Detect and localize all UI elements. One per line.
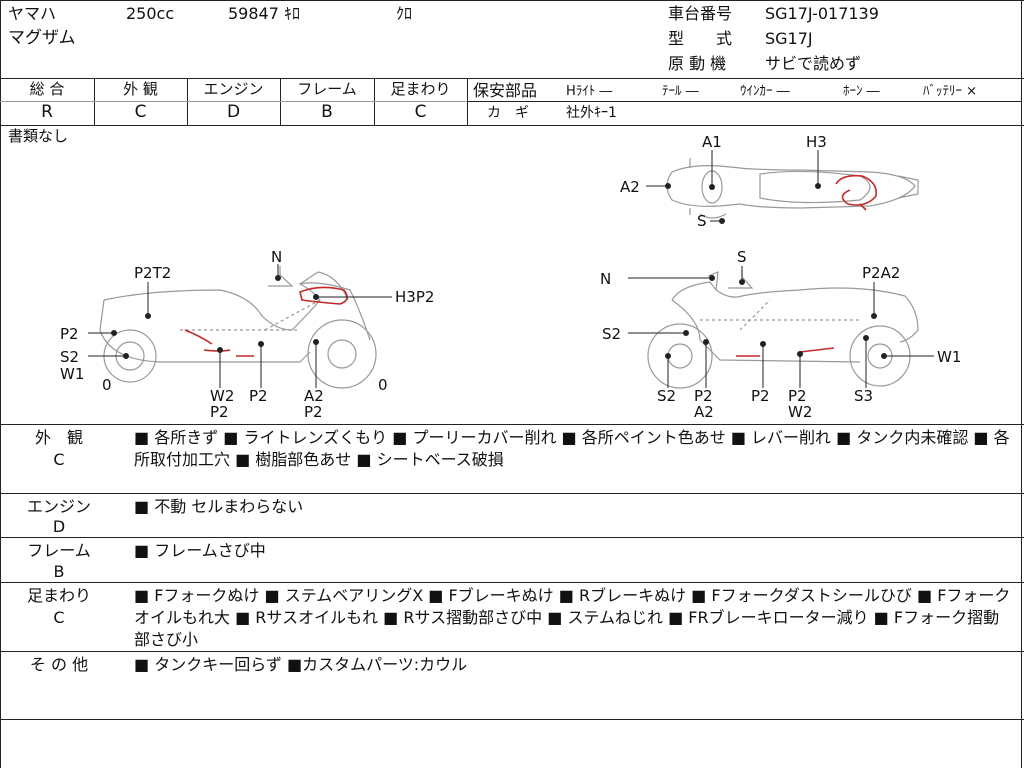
frame-no: SG17J-017139 xyxy=(765,4,879,23)
exterior-remarks: ■ 各所きず ■ ライトレンズくもり ■ プーリーカバー削れ ■ 各所ペイント色… xyxy=(134,428,1010,469)
type-label: 型 式 xyxy=(668,29,733,48)
right-s2-bottom-label: S2 xyxy=(657,387,676,405)
left-p2t2-label: P2T2 xyxy=(134,264,171,282)
right-w1-label: W1 xyxy=(937,348,961,366)
right-s-label: S xyxy=(737,248,747,266)
right-p2a2-label: P2A2 xyxy=(862,264,900,282)
suspension-remarks: ■ Fフォークぬけ ■ ステムベアリングX ■ Fブレーキぬけ ■ Rブレーキぬ… xyxy=(134,586,1011,649)
right-n-label: N xyxy=(600,270,611,288)
engine-remarks: ■ 不動 セルまわらない xyxy=(134,497,304,516)
suspension-section-label: 足まわり xyxy=(26,586,91,605)
left-p2-mid-label: P2 xyxy=(249,387,268,405)
left-h3p2-label: H3P2 xyxy=(395,288,434,306)
left-w2-label: W2 xyxy=(210,387,234,405)
left-w2-p2-label: P2 xyxy=(210,403,229,421)
top-a2-label: A2 xyxy=(620,178,640,196)
key-value: 社外ｷｰ1 xyxy=(566,105,617,121)
exterior-grade: C xyxy=(134,102,147,122)
right-p2-label: P2 xyxy=(694,387,713,405)
color: ｸﾛ xyxy=(396,4,413,23)
exterior-section-label: 外 観 xyxy=(34,428,83,447)
safety-horn: ﾎｰﾝ ― xyxy=(843,84,880,99)
engine-no: サビで読めず xyxy=(765,54,862,73)
engine-no-label: 原 動 機 xyxy=(668,54,727,73)
top-s-label: S xyxy=(697,212,707,230)
engine-label: エンジン xyxy=(203,80,264,98)
frame-no-label: 車台番号 xyxy=(668,4,733,23)
type-value: SG17J xyxy=(765,29,813,48)
scooter-right-view xyxy=(647,270,919,389)
left-s2-label: S2 xyxy=(60,348,79,366)
frame-section-grade: B xyxy=(53,562,65,581)
scooter-left-view xyxy=(99,266,377,389)
damage-diagram: A1 H3 A2 S N P2T2 H3P2 P2 S2 W1 0 0 W2 P… xyxy=(60,133,961,421)
left-zero-right: 0 xyxy=(378,376,388,394)
displacement: 250cc xyxy=(126,4,175,23)
suspension-section-grade: C xyxy=(53,608,65,627)
frame-section-label: フレーム xyxy=(27,541,91,560)
overall-grade: R xyxy=(41,102,53,122)
suspension-label: 足まわり xyxy=(390,80,451,98)
left-zero-left: 0 xyxy=(102,376,112,394)
safety-headlight: Hﾗｲﾄ ― xyxy=(566,84,613,99)
right-s2-label: S2 xyxy=(602,325,621,343)
safety-winker: ｳｲﾝｶｰ ― xyxy=(740,84,790,99)
frame-grade: B xyxy=(321,102,333,122)
left-a2-p2-label: P2 xyxy=(304,403,323,421)
engine-section-grade: D xyxy=(52,517,66,536)
left-w1-label: W1 xyxy=(60,365,84,383)
safety-battery: ﾊﾞｯﾃﾘｰ × xyxy=(923,84,978,99)
safety-label: 保安部品 xyxy=(473,81,538,100)
frame-label: フレーム xyxy=(297,80,357,98)
left-a2-label: A2 xyxy=(304,387,324,405)
suspension-grade: C xyxy=(414,102,427,122)
top-a1-label: A1 xyxy=(702,133,722,151)
top-h3-label: H3 xyxy=(806,133,827,151)
left-p2-label: P2 xyxy=(60,325,79,343)
frame-remarks: ■ フレームさび中 xyxy=(134,541,266,560)
other-section-label: そ の 他 xyxy=(29,655,89,674)
maker: ヤマハ xyxy=(8,4,57,23)
safety-tail: ﾃｰﾙ ― xyxy=(662,84,699,99)
documents-note: 書類なし xyxy=(8,127,69,145)
left-n-label: N xyxy=(271,248,282,266)
model-name: マグザム xyxy=(8,28,76,48)
scooter-top-view xyxy=(666,158,919,219)
other-remarks: ■ タンクキー回らず ■カスタムパーツ:カウル xyxy=(134,655,468,674)
right-p2-mid-label: P2 xyxy=(751,387,770,405)
exterior-section-grade: C xyxy=(53,450,65,469)
engine-grade: D xyxy=(226,102,241,122)
overall-label: 総 合 xyxy=(29,80,65,98)
right-a2-label: A2 xyxy=(694,403,714,421)
engine-section-label: エンジン xyxy=(26,497,91,516)
right-p2-rear-label: P2 xyxy=(788,387,807,405)
mileage: 59847 ｷﾛ xyxy=(228,4,300,23)
right-w2-label: W2 xyxy=(788,403,812,421)
key-label: カ ギ xyxy=(487,105,529,121)
exterior-label: 外 観 xyxy=(123,80,158,98)
right-s3-label: S3 xyxy=(854,387,873,405)
